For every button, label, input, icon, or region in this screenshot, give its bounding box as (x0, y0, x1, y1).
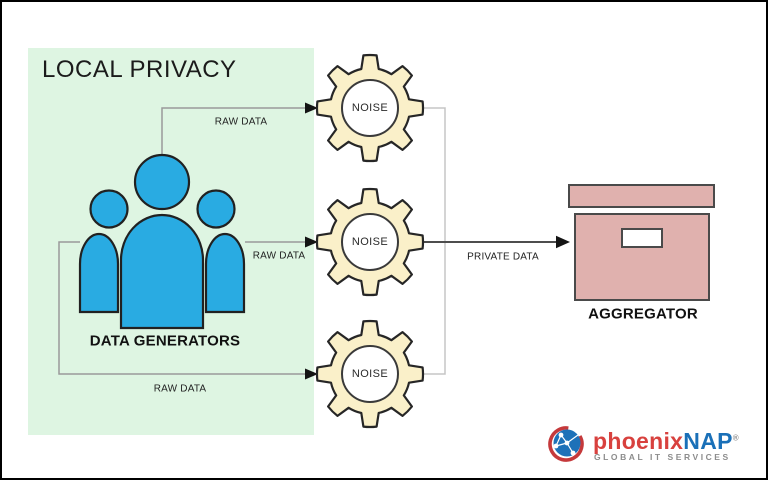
raw-data-label-1: RAW DATA (214, 116, 268, 128)
edge-raw-data-1-line (161, 107, 305, 154)
person-body (204, 232, 246, 314)
noise-label-1: NOISE (351, 102, 389, 114)
box-body (574, 213, 710, 301)
person-head (196, 189, 236, 229)
person-body (78, 232, 120, 314)
arrowhead-icon (305, 368, 318, 380)
gear-hole (341, 213, 399, 271)
raw-data-label-2: RAW DATA (252, 250, 306, 262)
noise-gear-icon (315, 53, 425, 163)
box-lid (568, 184, 715, 208)
registered-mark: ® (732, 433, 739, 443)
arrowhead-icon (305, 102, 318, 114)
gear-hole (341, 79, 399, 137)
private-data-label: PRIVATE DATA (467, 251, 539, 263)
phoenixnap-globe-icon (548, 426, 584, 462)
brand-phoenix-text: phoenix (593, 428, 684, 454)
arrowhead-icon (305, 236, 318, 248)
raw-data-label-3: RAW DATA (153, 383, 207, 395)
phoenixnap-logo: phoenixNAP® GLOBAL IT SERVICES (547, 422, 757, 468)
box-handle (621, 228, 663, 248)
arrowhead-icon (556, 235, 570, 249)
noise-gear-icon (315, 319, 425, 429)
aggregator-box-icon (568, 184, 715, 301)
phoenixnap-wordmark: phoenixNAP® (593, 430, 739, 453)
aggregator-label: AGGREGATOR (588, 305, 698, 323)
edge-raw-data-3-line (58, 241, 305, 375)
local-privacy-title: LOCAL PRIVACY (42, 56, 237, 83)
gear-hole (341, 345, 399, 403)
data-generators-label: DATA GENERATORS (89, 332, 241, 350)
brand-nap-text: NAP (683, 428, 733, 454)
noise-gear-icon (315, 187, 425, 297)
person-body (119, 213, 205, 330)
person-head (133, 153, 191, 211)
person-head (89, 189, 129, 229)
globe-network-nodes (553, 432, 576, 456)
logo-tagline: GLOBAL IT SERVICES (594, 452, 731, 462)
noise-label-3: NOISE (351, 368, 389, 380)
noise-label-2: NOISE (351, 236, 389, 248)
data-generators-people-icon (78, 153, 246, 330)
